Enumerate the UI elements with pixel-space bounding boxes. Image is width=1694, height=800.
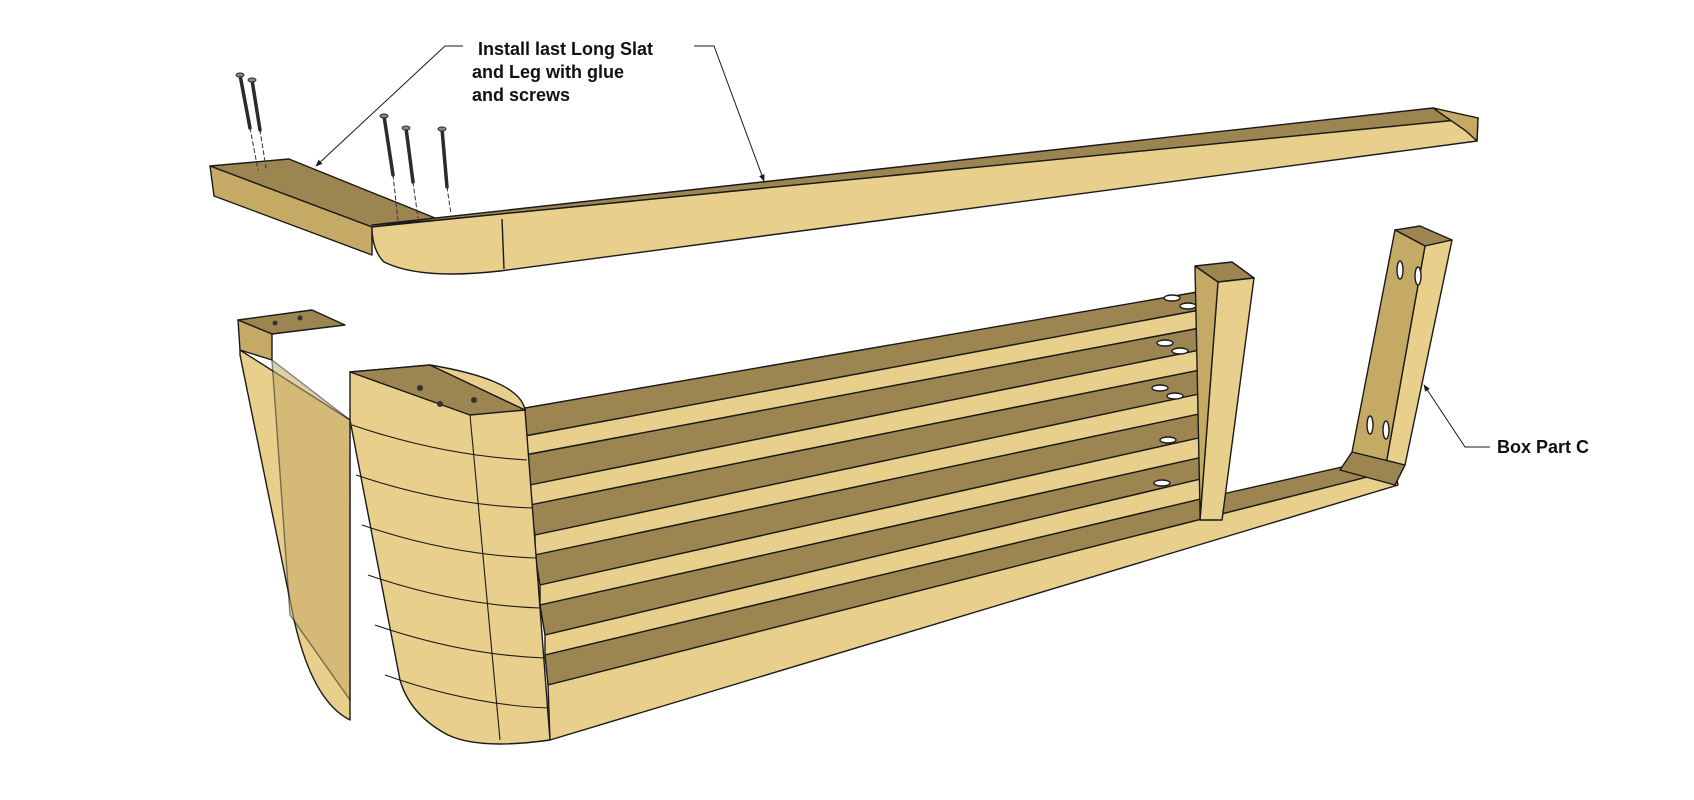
screw-hole-icons: [272, 315, 477, 407]
slat-hole-icons: [1151, 294, 1197, 487]
screw-icon: [235, 72, 252, 130]
screw-icon: [379, 113, 395, 177]
install-note-line-2: and Leg with glue: [472, 62, 624, 82]
leader-line-box-part: [1423, 384, 1490, 448]
screw-icon: [401, 125, 415, 184]
front-corner-stack: [272, 315, 551, 745]
long-slat-end-face: [1432, 107, 1479, 142]
box-part-c-label: Box Part C: [1497, 437, 1590, 457]
box-assembly: [237, 225, 1453, 745]
box-part-c: [1339, 225, 1453, 486]
leader-line-slat: [694, 45, 765, 182]
install-note-line-3: and screws: [472, 85, 571, 105]
leader-lines: [315, 45, 1490, 448]
install-note-callout: Install last Long Slat and Leg with glue…: [472, 38, 653, 107]
leg-end-face: [209, 165, 373, 256]
long-slats: [524, 285, 1399, 741]
screw-icon: [247, 77, 262, 132]
left-slat-stack: [239, 349, 351, 721]
screws: [235, 72, 452, 221]
middle-leg: [1151, 261, 1255, 521]
long-slat-front-face: [371, 117, 1479, 275]
slat-seam: [501, 218, 505, 270]
last-long-slat-assembly: [209, 107, 1479, 275]
screw-icon: [437, 126, 449, 189]
leader-line-leg: [315, 45, 463, 167]
install-note-line-1: Install last Long Slat: [478, 39, 654, 59]
screw-guide-lines: [249, 127, 452, 221]
leg-hole-icons: [1366, 260, 1422, 440]
